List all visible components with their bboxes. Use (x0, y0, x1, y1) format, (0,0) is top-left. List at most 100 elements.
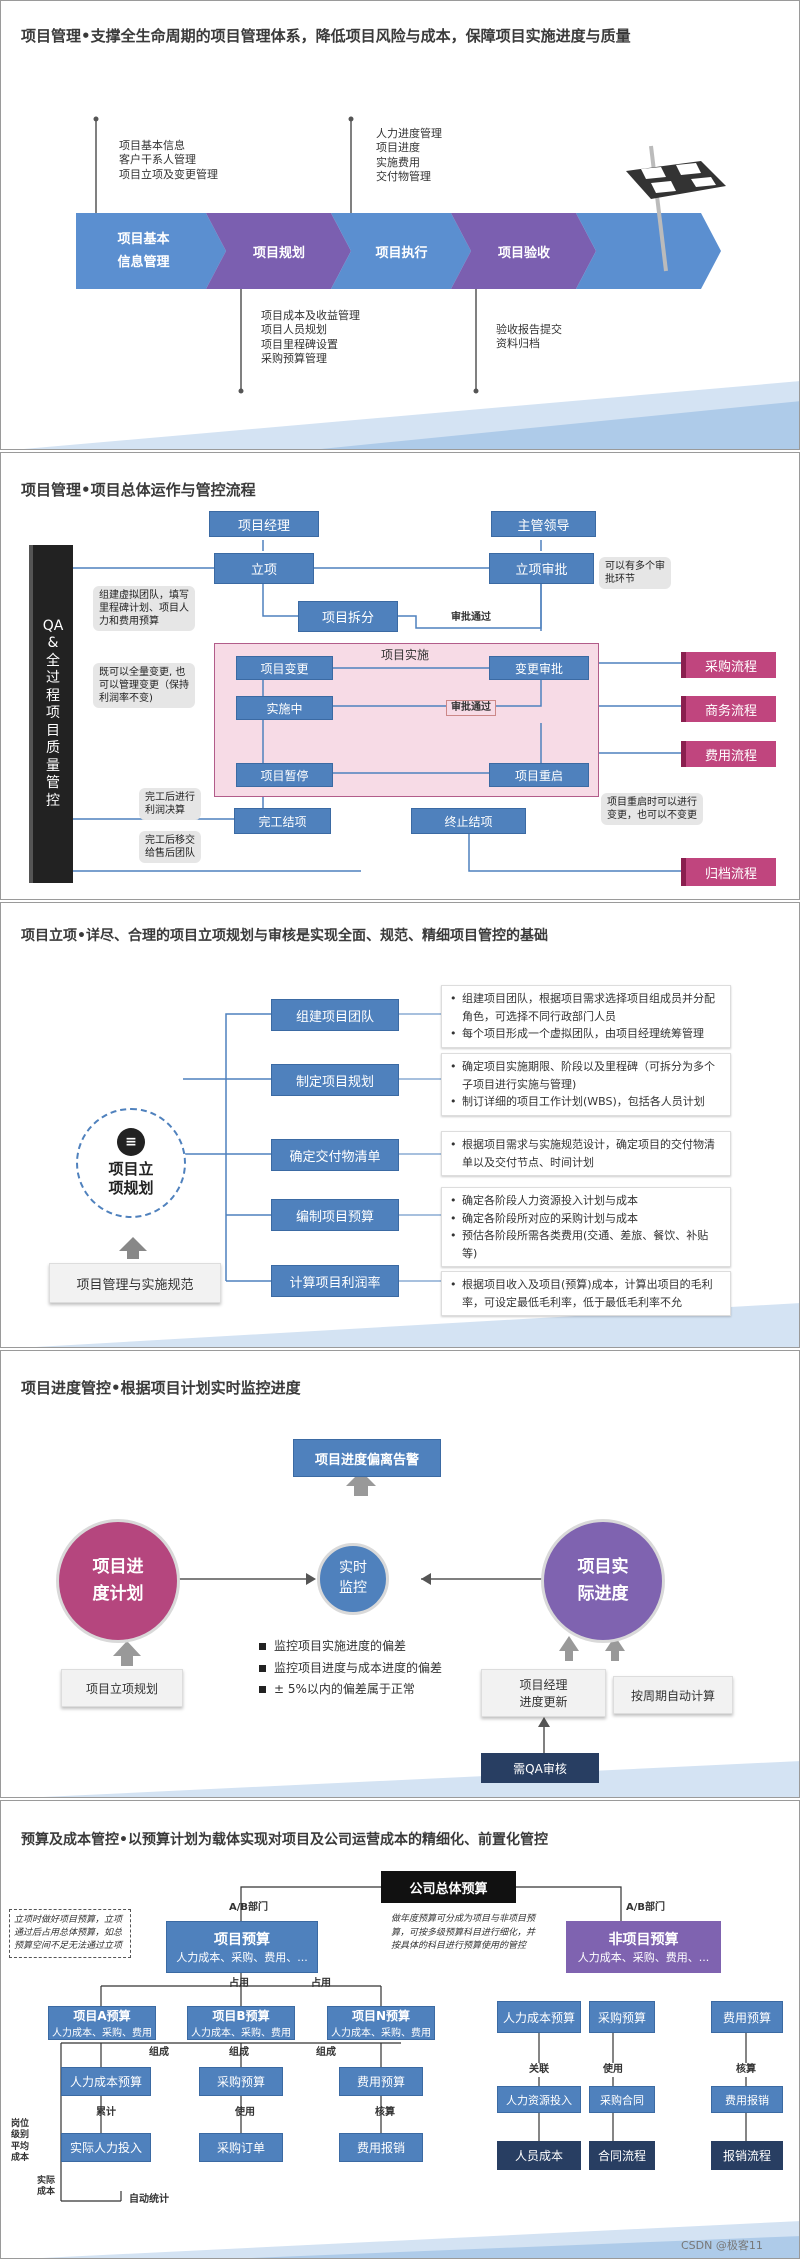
item-team[interactable]: 组建项目团队 (271, 999, 399, 1031)
item-deliverables[interactable]: 确定交付物清单 (271, 1139, 399, 1171)
sub-sub: 人力成本、采购、费用 (52, 2024, 152, 2039)
node-zhongzhi[interactable]: 终止结项 (411, 808, 526, 834)
right-low-contract[interactable]: 合同流程 (589, 2141, 655, 2170)
down1-item: 项目人员规划 (261, 323, 360, 337)
actual-label: 项目实 际进度 (578, 1554, 629, 1608)
up1-item: 项目立项及变更管理 (119, 168, 218, 182)
up1-item: 客户干系人管理 (119, 153, 218, 167)
panel-project-setup: 项目立项•详尽、合理的项目立项规划与审核是实现全面、规范、精细项目管控的基础 ≡… (0, 902, 800, 1348)
right-verb-account: 核算 (736, 2063, 756, 2077)
low-hr-input[interactable]: 实际人力投入 (61, 2133, 151, 2162)
sub-title: 项目B预算 (212, 2007, 269, 2024)
right-mid-hr[interactable]: 人力资源投入 (497, 2086, 581, 2113)
role-project-manager: 项目经理 (209, 511, 319, 537)
right-mid-contract[interactable]: 采购合同 (589, 2086, 655, 2113)
project-budget[interactable]: 项目预算 人力成本、采购、费用、... (166, 1921, 318, 1973)
node-biangeng-shenpi[interactable]: 变更审批 (489, 656, 589, 680)
ab-dept-right: A/B部门 (626, 1901, 665, 1915)
mid-expense[interactable]: 费用预算 (339, 2067, 423, 2096)
bullet: 每个项目形成一个虚拟团队，由项目经理统筹管理 (450, 1025, 722, 1043)
label-compose-2: 组成 (229, 2046, 249, 2060)
node-chaifen[interactable]: 项目拆分 (298, 601, 398, 632)
note-wangong: 完工后进行 利润决算 (139, 788, 201, 820)
right-low-staff[interactable]: 人员成本 (497, 2141, 581, 2170)
bullets-budget: 确定各阶段人力资源投入计划与成本 确定各阶段所对应的采购计划与成本 预估各阶段所… (441, 1187, 731, 1267)
base-label: 项目管理与实施规范 (76, 1274, 193, 1293)
note-handover: 完工后移交 给售后团队 (139, 831, 201, 863)
bullet: 根据项目需求与实施规范设计，确定项目的交付物清 单以及交付节点、时间计划 (450, 1136, 722, 1171)
flow-business[interactable]: 商务流程 (681, 696, 776, 722)
low-purchase-order[interactable]: 采购订单 (199, 2133, 283, 2162)
panel-lifecycle: 项目管理•支撑全生命周期的项目管理体系，降低项目风险与成本，保障项目实施进度与质… (0, 0, 800, 450)
actual-circle: 项目实 际进度 (541, 1519, 665, 1643)
auto-box: 按周期自动计算 (613, 1676, 733, 1714)
label-compose-1: 组成 (149, 2046, 169, 2060)
node-lixiang-shenpi[interactable]: 立项审批 (489, 553, 594, 584)
verb-use: 使用 (235, 2106, 255, 2120)
right-hr[interactable]: 人力成本预算 (497, 2001, 581, 2033)
item-margin[interactable]: 计算项目利润率 (271, 1265, 399, 1297)
base-box: 项目管理与实施规范 (49, 1263, 221, 1303)
lixiang-label: 项目立项规划 (86, 1680, 158, 1697)
center-circle: ≡ 项目立 项规划 (76, 1108, 186, 1218)
down2-item: 资料归档 (496, 337, 562, 351)
right-mid-expense[interactable]: 费用报销 (711, 2086, 783, 2113)
bullets-deliverables: 根据项目需求与实施规范设计，确定项目的交付物清 单以及交付节点、时间计划 (441, 1131, 731, 1176)
sub-sub: 人力成本、采购、费用 (331, 2024, 431, 2039)
nonproject-budget-sub: 人力成本、采购、费用、... (578, 1949, 710, 1965)
sub-budget-a[interactable]: 项目A预算 人力成本、采购、费用 (48, 2006, 156, 2040)
label-occupy-3: 占用 (311, 1977, 331, 1991)
nonproject-budget[interactable]: 非项目预算 人力成本、采购、费用、... (566, 1921, 721, 1973)
bullet: 预估各阶段所需各类费用(交通、差旅、餐饮、补贴等) (450, 1227, 722, 1262)
sub-budget-n[interactable]: 项目N预算 人力成本、采购、费用 (327, 2006, 435, 2040)
right-low-expense[interactable]: 报销流程 (711, 2141, 783, 2170)
item-plan[interactable]: 制定项目规划 (271, 1064, 399, 1096)
auto-label: 按周期自动计算 (631, 1687, 715, 1704)
node-shishizhong[interactable]: 实施中 (236, 696, 333, 720)
sub-title: 项目A预算 (73, 2007, 130, 2024)
project-budget-title: 项目预算 (214, 1929, 270, 1949)
monitor-circle: 实时 监控 (317, 1543, 389, 1615)
node-wangong[interactable]: 完工结项 (234, 808, 331, 834)
role-supervisor: 主管领导 (491, 511, 596, 537)
qa-box: 需QA审核 (481, 1753, 599, 1783)
node-lixiang[interactable]: 立项 (214, 553, 314, 584)
node-biangeng[interactable]: 项目变更 (236, 656, 333, 680)
right-purchase[interactable]: 采购预算 (589, 2001, 655, 2033)
up2-item: 交付物管理 (376, 170, 442, 184)
bullets-plan: 确定项目实施期限、阶段以及里程碑（可拆分为多个 子项目进行实施与管理) 制订详细… (441, 1053, 731, 1116)
stage-acceptance[interactable]: 项目验收 (474, 223, 574, 279)
note-lixiang: 组建虚拟团队，填写 里程碑计划、项目人 力和费用预算 (93, 586, 195, 631)
mid-hr[interactable]: 人力成本预算 (61, 2067, 151, 2096)
label-pass-2: 审批通过 (446, 700, 496, 716)
panel-budget: 预算及成本管控•以预算计划为载体实现对项目及公司运营成本的精细化、前置化管控 (0, 1800, 800, 2259)
item-budget[interactable]: 编制项目预算 (271, 1199, 399, 1231)
note-left: 立项时做好项目预算，立项 通过后占用总体预算，如总 预算空间不足无法通过立项 (9, 1909, 131, 1958)
stage-execution[interactable]: 项目执行 (354, 223, 449, 279)
bullet: 监控项目进度与成本进度的偏差 (259, 1658, 442, 1680)
update-box: 项目经理 进度更新 (481, 1669, 606, 1717)
stage-planning[interactable]: 项目规划 (229, 223, 329, 279)
label-compose-3: 组成 (316, 2046, 336, 2060)
stage-basic-info[interactable]: 项目基本 信息管理 (86, 223, 201, 279)
low-expense-claim[interactable]: 费用报销 (339, 2133, 423, 2162)
right-expense[interactable]: 费用预算 (711, 2001, 783, 2033)
sub-budget-b[interactable]: 项目B预算 人力成本、采购、费用 (187, 2006, 295, 2040)
flow-purchase[interactable]: 采购流程 (681, 652, 776, 678)
bullets-team: 组建项目团队，根据项目需求选择项目组成员并分配 角色，可选择不同行政部门人员 每… (441, 985, 731, 1048)
label-actual-cost: 实际 成本 (37, 2176, 55, 2199)
total-budget: 公司总体预算 (381, 1871, 516, 1903)
bullets-margin: 根据项目收入及项目(预算)成本，计算出项目的毛利 率，可设定最低毛利率，低于最低… (441, 1271, 731, 1316)
mid-purchase[interactable]: 采购预算 (199, 2067, 283, 2096)
update-label: 项目经理 进度更新 (519, 1676, 567, 1710)
node-chongqi[interactable]: 项目重启 (489, 763, 589, 787)
label-pass-1: 审批通过 (451, 611, 491, 625)
down1-item: 采购预算管理 (261, 352, 360, 366)
up2-list: 人力进度管理 项目进度 实施费用 交付物管理 (376, 127, 442, 184)
node-zanting[interactable]: 项目暂停 (236, 763, 333, 787)
sub-title: 项目N预算 (352, 2007, 410, 2024)
flow-expense[interactable]: 费用流程 (681, 741, 776, 767)
bullet: 确定项目实施期限、阶段以及里程碑（可拆分为多个 子项目进行实施与管理) (450, 1058, 722, 1093)
flow-archive[interactable]: 归档流程 (681, 858, 776, 886)
nonproject-budget-title: 非项目预算 (609, 1929, 679, 1949)
